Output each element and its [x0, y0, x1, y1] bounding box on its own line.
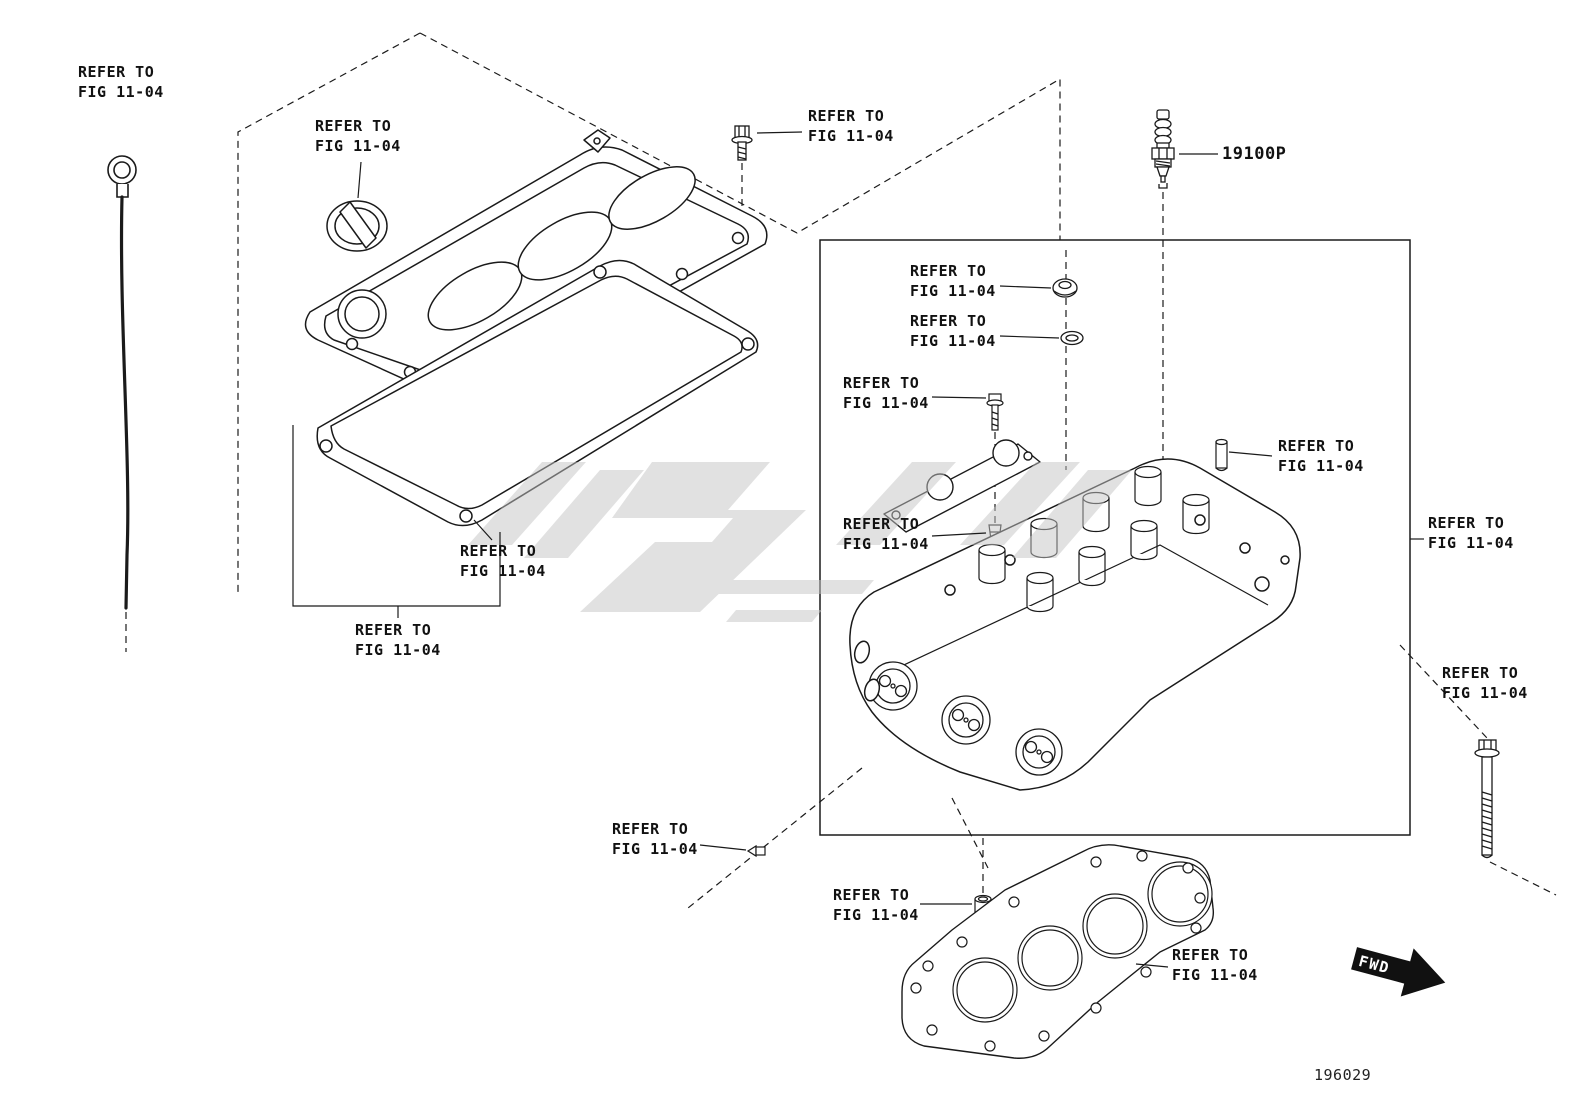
label-line: REFER TO	[843, 515, 920, 533]
figure-number: 196029	[1314, 1066, 1372, 1084]
refer-label-cylinder-head-bolt: REFER TO FIG 11-04	[1442, 663, 1528, 703]
refer-label-valve-cover-gasket: REFER TO FIG 11-04	[460, 541, 546, 581]
refer-label-oil-filler-cap: REFER TO FIG 11-04	[315, 116, 401, 156]
label-line: REFER TO	[1428, 514, 1505, 532]
cylinder-head-bolt-part	[1474, 739, 1500, 859]
label-line: REFER TO	[833, 886, 910, 904]
label-line: FIG 11-04	[833, 906, 919, 924]
label-line: FIG 11-04	[315, 137, 401, 155]
valve-cover-part	[304, 129, 768, 404]
label-line: FIG 11-04	[460, 562, 546, 580]
label-line: FIG 11-04	[1428, 534, 1514, 552]
label-line: REFER TO	[460, 542, 537, 560]
refer-label-valve-keeper: REFER TO FIG 11-04	[843, 514, 929, 554]
head-gasket-part	[901, 844, 1215, 1059]
valve-guide-part	[1215, 438, 1228, 472]
label-line: FIG 11-04	[78, 83, 164, 101]
detail-boundary-box	[819, 239, 1411, 836]
label-line: REFER TO	[808, 107, 885, 125]
label-line: REFER TO	[78, 63, 155, 81]
label-line: REFER TO	[910, 312, 987, 330]
label-line: FIG 11-04	[843, 535, 929, 553]
label-line: REFER TO	[612, 820, 689, 838]
small-screw-part	[746, 844, 766, 858]
refer-label-head-gasket: REFER TO FIG 11-04	[1172, 945, 1258, 985]
seal-ring-part	[1060, 330, 1084, 346]
label-line: REFER TO	[1172, 946, 1249, 964]
label-line: FIG 11-04	[1442, 684, 1528, 702]
refer-label-dowel-pin: REFER TO FIG 11-04	[833, 885, 919, 925]
label-line: REFER TO	[355, 621, 432, 639]
cylinder-head-part	[849, 458, 1301, 791]
spark-plug-part	[1151, 109, 1175, 189]
construction-lines	[125, 32, 1557, 962]
refer-label-stud-bolt: REFER TO FIG 11-04	[843, 373, 929, 413]
watermark	[468, 462, 1132, 622]
refer-label-valve-cover-gasket-group: REFER TO FIG 11-04	[355, 620, 441, 660]
label-line: REFER TO	[1278, 437, 1355, 455]
label-line: REFER TO	[1442, 664, 1519, 682]
oil-filler-cap-part	[326, 200, 388, 252]
label-line: REFER TO	[910, 262, 987, 280]
label-line: FIG 11-04	[843, 394, 929, 412]
label-line: FIG 11-04	[910, 282, 996, 300]
label-line: REFER TO	[315, 117, 392, 135]
refer-label-sealing-cap: REFER TO FIG 11-04	[910, 261, 996, 301]
refer-label-valve-cover-bolt: REFER TO FIG 11-04	[808, 106, 894, 146]
label-line: REFER TO	[843, 374, 920, 392]
valve-cover-bolt-part	[731, 125, 753, 161]
leader-lines	[292, 131, 1424, 968]
refer-label-valve-guide: REFER TO FIG 11-04	[1278, 436, 1364, 476]
label-line: FIG 11-04	[1172, 966, 1258, 984]
label-line: FIG 11-04	[1278, 457, 1364, 475]
refer-label-oil-dipstick: REFER TO FIG 11-04	[78, 62, 164, 102]
refer-label-cylinder-head-side: REFER TO FIG 11-04	[1428, 513, 1514, 553]
label-line: FIG 11-04	[612, 840, 698, 858]
refer-label-small-screw: REFER TO FIG 11-04	[612, 819, 698, 859]
valve-cover-gasket-part	[316, 259, 759, 527]
stud-bolt-part	[986, 393, 1004, 431]
oil-dipstick-part	[107, 155, 137, 610]
fwd-arrow: FWD	[1351, 947, 1446, 997]
refer-label-seal-ring: REFER TO FIG 11-04	[910, 311, 996, 351]
label-line: FIG 11-04	[808, 127, 894, 145]
label-line: FIG 11-04	[355, 641, 441, 659]
sealing-cap-part	[1052, 278, 1078, 298]
label-line: FIG 11-04	[910, 332, 996, 350]
spark-plug-part-number: 19100P	[1222, 144, 1287, 164]
